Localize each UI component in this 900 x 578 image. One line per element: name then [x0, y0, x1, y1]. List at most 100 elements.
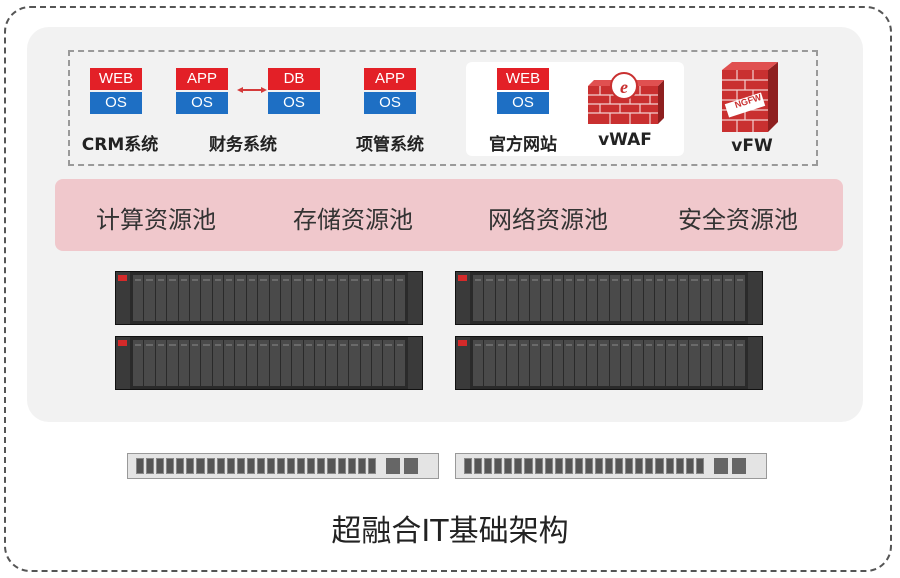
drive-bay	[167, 340, 178, 386]
switch-port	[524, 458, 533, 474]
drive-bay	[552, 340, 563, 386]
server-1	[115, 271, 423, 325]
switch-port	[474, 458, 483, 474]
drive-bay	[711, 275, 723, 321]
crm-os-layer: OS	[90, 92, 142, 114]
drive-bay	[201, 340, 212, 386]
drive-bay	[473, 275, 484, 321]
switch-port	[146, 458, 155, 474]
crm-web-layer: WEB	[90, 68, 142, 90]
switch-port	[494, 458, 503, 474]
drive-bay	[723, 275, 734, 321]
website-stack: WEB OS	[497, 68, 549, 114]
ngfw-firewall-icon	[722, 62, 778, 132]
drive-bay	[371, 275, 383, 321]
drive-bay	[529, 340, 541, 386]
switch-port	[574, 458, 583, 474]
drive-bay	[564, 275, 575, 321]
switch-port	[176, 458, 185, 474]
drive-bay	[495, 275, 507, 321]
drive-bay	[189, 340, 201, 386]
server-brand-mark	[118, 275, 127, 281]
drive-bay	[133, 340, 144, 386]
drive-bay	[212, 340, 223, 386]
switch-port	[584, 458, 594, 474]
switch-port	[277, 458, 286, 474]
server-ear-right	[748, 337, 762, 389]
drive-bay	[189, 275, 201, 321]
switch-port	[206, 458, 215, 474]
finance-db-os-layer: OS	[268, 92, 320, 114]
switch-uplink-port	[732, 458, 746, 474]
applications-frame	[68, 50, 818, 166]
switch-port	[625, 458, 634, 474]
switch-uplink-port	[404, 458, 418, 474]
server-brand-mark	[458, 275, 467, 281]
vwaf-label: vWAF	[598, 130, 652, 150]
server-2	[455, 271, 763, 325]
drive-bay	[315, 275, 326, 321]
switch-port	[367, 458, 376, 474]
switch-port	[695, 458, 704, 474]
switch-port	[256, 458, 266, 474]
switch-port	[317, 458, 326, 474]
drive-bay	[224, 275, 235, 321]
drive-bay	[349, 275, 360, 321]
drive-bay	[518, 340, 529, 386]
drive-bay	[643, 340, 654, 386]
drive-bay	[586, 275, 598, 321]
vfw-label: vFW	[731, 136, 773, 156]
drive-bay	[235, 340, 246, 386]
drive-bay	[178, 275, 189, 321]
drive-bay	[529, 275, 541, 321]
switch-port	[166, 458, 175, 474]
switch-uplink-port	[386, 458, 400, 474]
drive-bay	[383, 340, 394, 386]
switch-port	[595, 458, 604, 474]
server-3	[115, 336, 423, 390]
switch-port	[484, 458, 493, 474]
switch-port	[544, 458, 553, 474]
switch-port	[554, 458, 563, 474]
drive-bay	[484, 275, 495, 321]
resource-pools-band	[55, 179, 843, 251]
drive-bay	[212, 275, 223, 321]
project-stack: APP OS	[364, 68, 416, 114]
drive-bay	[700, 275, 711, 321]
switch-port	[685, 458, 694, 474]
drive-bays	[133, 340, 405, 386]
drive-bay	[258, 340, 269, 386]
drive-bay	[133, 275, 144, 321]
switch-port	[337, 458, 346, 474]
switch-uplink-port	[714, 458, 728, 474]
drive-bay	[155, 340, 167, 386]
drive-bay	[258, 275, 269, 321]
drive-bay	[269, 275, 280, 321]
bidirectional-arrow-icon	[237, 87, 267, 93]
drive-bay	[734, 340, 745, 386]
website-web-layer: WEB	[497, 68, 549, 90]
server-ear-left	[456, 272, 470, 324]
switch-port	[665, 458, 674, 474]
server-ear-right	[748, 272, 762, 324]
drive-bay	[280, 340, 292, 386]
drive-bay	[394, 340, 405, 386]
drive-bay	[666, 275, 677, 321]
drive-bay	[564, 340, 575, 386]
switch-port	[635, 458, 644, 474]
drive-bay	[144, 275, 155, 321]
drive-bay	[632, 275, 643, 321]
drive-bay	[609, 275, 620, 321]
drive-bay	[167, 275, 178, 321]
drive-bay	[620, 340, 632, 386]
switch-port	[655, 458, 664, 474]
drive-bay	[473, 340, 484, 386]
drive-bay	[677, 340, 689, 386]
switch-port	[216, 458, 225, 474]
server-ear-left	[116, 337, 130, 389]
drive-bays	[473, 340, 745, 386]
drive-bay	[689, 275, 700, 321]
switch-1	[127, 453, 439, 479]
drive-bay	[144, 340, 155, 386]
switch-port	[287, 458, 296, 474]
